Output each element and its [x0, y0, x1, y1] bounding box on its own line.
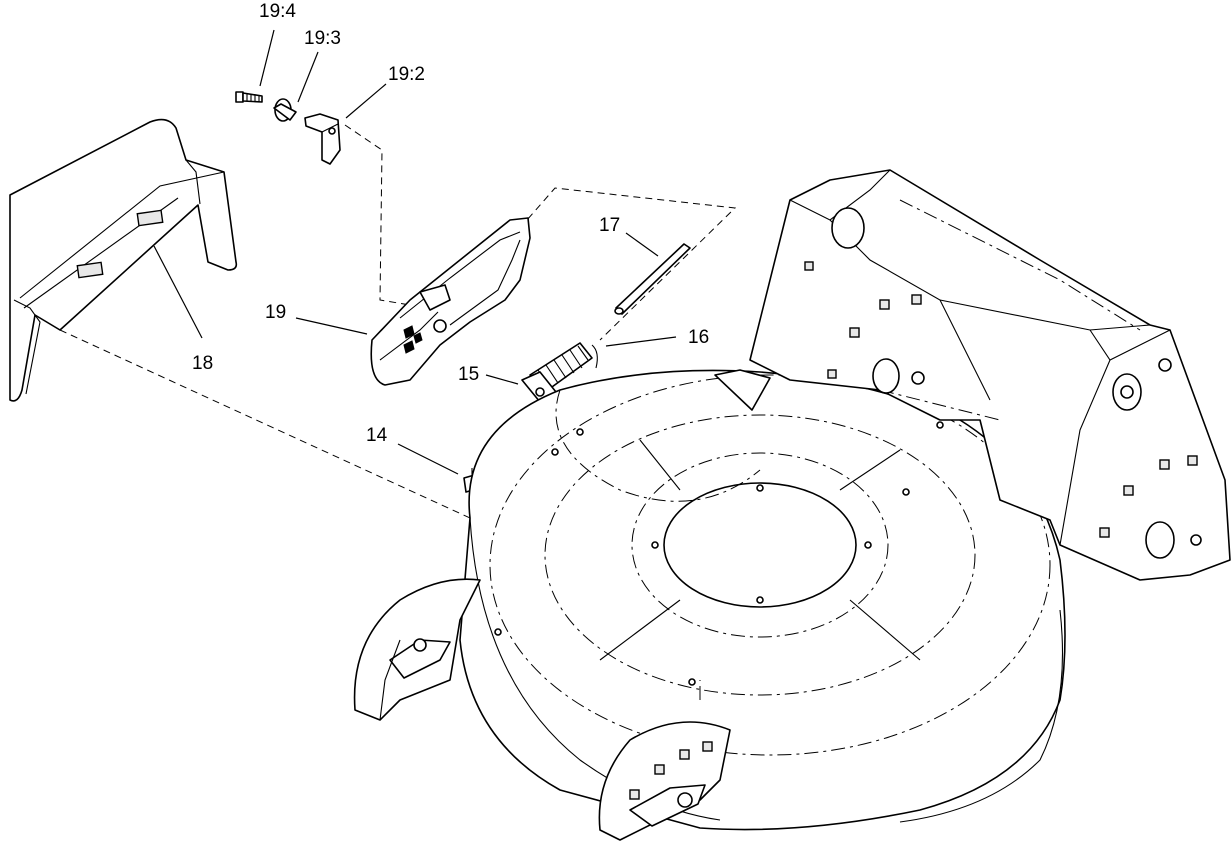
callout-17: 17 [599, 215, 620, 236]
front-left-wheel-bracket [353, 578, 481, 721]
lever-part-19 [370, 217, 531, 386]
callout-14: 14 [366, 425, 388, 446]
rear-housing-frame [749, 169, 1231, 581]
callout-15: 15 [458, 364, 479, 385]
callout-19-3: 19:3 [304, 28, 341, 49]
washer-part-19-3 [273, 98, 297, 122]
rod-part-17 [614, 243, 691, 315]
rear-deflector-part-18 [9, 118, 238, 402]
callout-labels: 19:4 19:3 19:2 17 19 16 18 15 14 [192, 1, 709, 446]
leader-lines [153, 29, 677, 475]
callout-19-4: 19:4 [259, 1, 296, 22]
callout-18: 18 [192, 353, 213, 374]
bracket-part-19-2 [304, 113, 341, 165]
mower-deck [459, 369, 1066, 831]
callout-16: 16 [688, 327, 709, 348]
screw-part-19-4 [235, 91, 263, 103]
callout-19-2: 19:2 [388, 64, 425, 85]
front-right-wheel-bracket [598, 721, 731, 841]
callout-19: 19 [265, 302, 286, 323]
